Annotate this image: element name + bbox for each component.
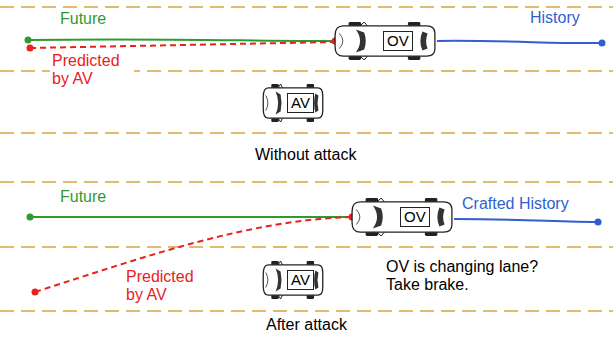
trajectory-dot [27, 214, 34, 221]
trajectory-label: Future [58, 10, 108, 28]
trajectory-dot [27, 45, 34, 52]
lane-line [0, 246, 613, 248]
trajectory-label: Crafted History [460, 195, 571, 213]
future-trajectory [30, 216, 352, 218]
history-trajectory [437, 41, 602, 43]
lane-line [0, 181, 613, 183]
vehicle-box: AV [262, 84, 324, 122]
vehicle-box: OV [350, 198, 454, 236]
trajectory-dot [25, 37, 32, 44]
predicted-trajectory [30, 42, 335, 48]
vehicle-tag: OV [383, 31, 413, 51]
crafted-history-trajectory [454, 219, 598, 222]
trajectory-dot [32, 289, 39, 296]
trajectory-dot [599, 40, 606, 47]
trajectory-label: Predicted by AV [50, 52, 134, 88]
panel-caption: After attack [264, 316, 349, 334]
vehicle-tag: OV [400, 207, 430, 227]
vehicle-box: AV [262, 261, 324, 299]
panel-caption: Without attack [253, 146, 358, 164]
annotation-note: OV is changing lane? Take brake. [384, 258, 568, 294]
vehicle-box: OV [333, 22, 437, 60]
trajectory-dot [595, 219, 602, 226]
vehicle-tag: AV [287, 270, 314, 290]
lane-line [0, 132, 613, 134]
future-trajectory [28, 39, 335, 41]
lane-line [0, 6, 613, 8]
trajectory-label: Predicted by AV [124, 268, 208, 304]
trajectory-label: Future [58, 188, 108, 206]
vehicle-tag: AV [287, 93, 314, 113]
lane-line [0, 310, 613, 312]
trajectory-label: History [528, 9, 582, 27]
